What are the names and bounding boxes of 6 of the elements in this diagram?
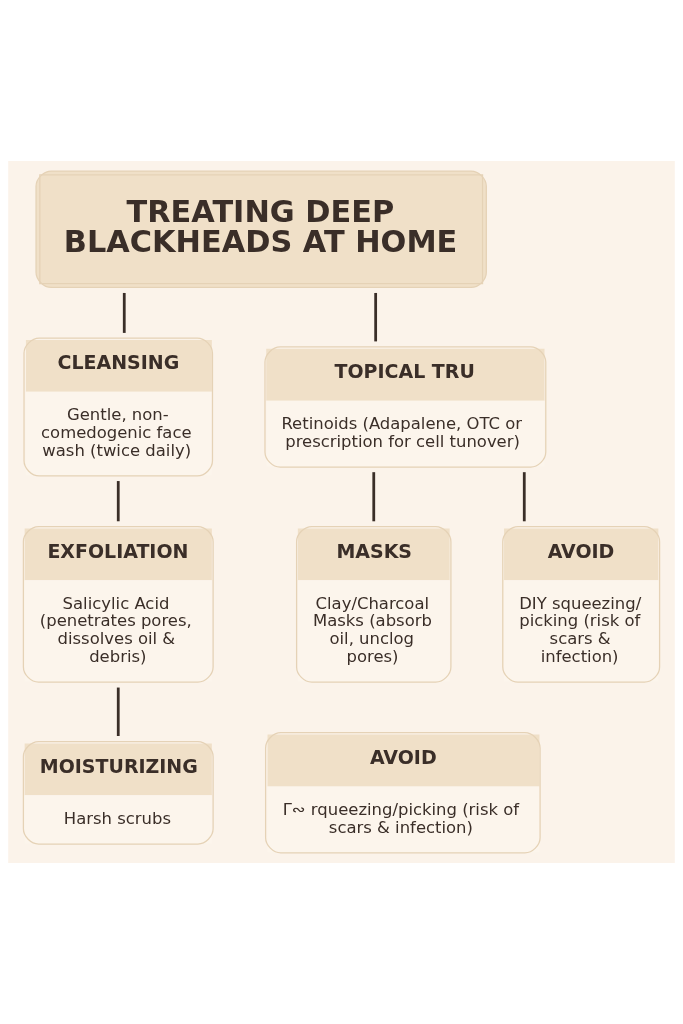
connector (372, 472, 376, 522)
connector (122, 292, 126, 333)
connector (522, 472, 526, 522)
connector (116, 687, 120, 736)
connector (116, 481, 120, 522)
connector (374, 292, 378, 342)
